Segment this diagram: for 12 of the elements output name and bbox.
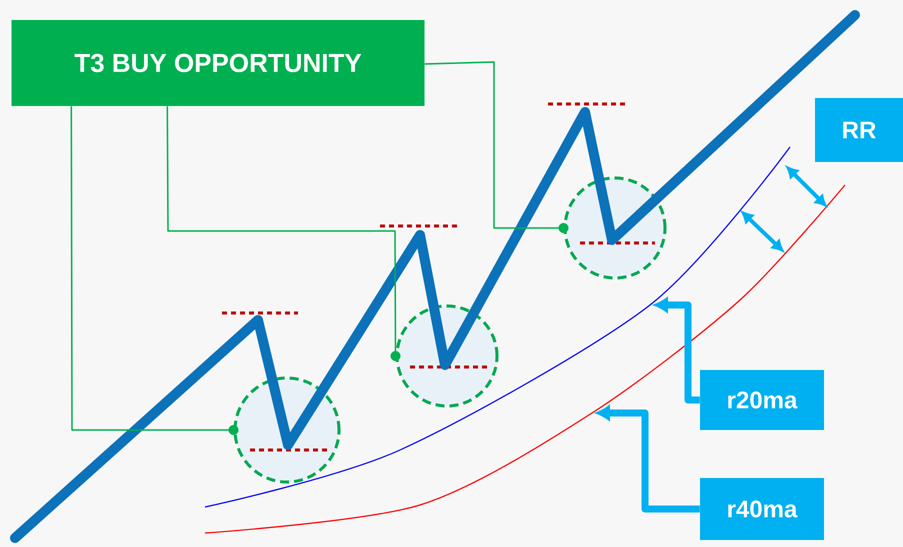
label-box: T3 BUY OPPORTUNITY <box>12 20 424 106</box>
leader-line <box>70 106 238 435</box>
label-box: r40ma <box>700 478 824 540</box>
arrow <box>654 298 700 404</box>
leader-line <box>424 61 568 233</box>
dashed-circle <box>396 304 498 408</box>
leader-line <box>166 106 400 361</box>
label-box: RR <box>815 98 903 162</box>
label-box: r20ma <box>700 370 824 430</box>
arrow <box>596 406 700 512</box>
dashed-circle <box>234 376 340 484</box>
dashed-circle <box>564 176 666 280</box>
